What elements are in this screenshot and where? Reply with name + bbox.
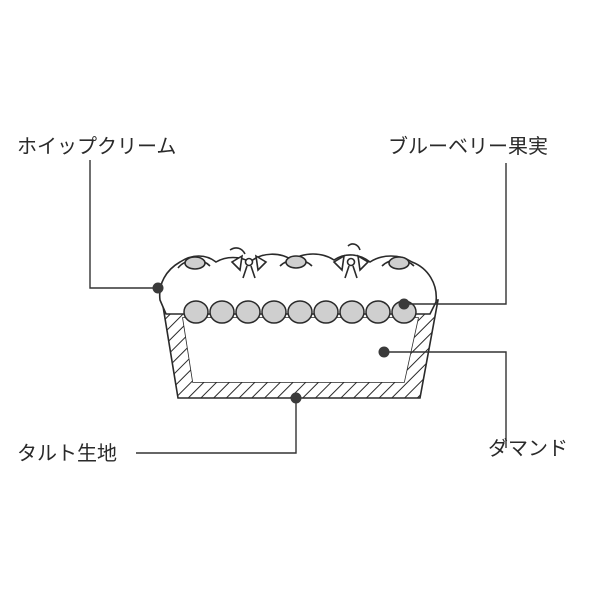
blueberry (313, 300, 339, 324)
blueberry (183, 300, 209, 324)
label-almond-cream: ダマンド (488, 436, 568, 460)
dot-almond-cream (378, 346, 390, 358)
ribbon-decoration-right (332, 243, 370, 279)
leader-tart-base (136, 398, 297, 454)
dot-tart-base (290, 392, 302, 404)
marker-dots (152, 282, 410, 404)
leader-lines (89, 160, 507, 454)
leader-almond-cream (384, 351, 507, 448)
ribbon-decoration-left (229, 247, 268, 279)
dot-whipped-cream (152, 282, 164, 294)
blueberry (365, 300, 391, 324)
blueberry (287, 300, 313, 324)
label-blueberry: ブルーベリー果実 (388, 134, 548, 158)
cream-rosette-dots (184, 255, 410, 270)
blueberry (209, 300, 235, 324)
blueberry (235, 300, 261, 324)
blueberry (261, 300, 287, 324)
leader-whipped-cream (89, 160, 158, 289)
leader-blueberry (404, 163, 507, 305)
label-tart-base: タルト生地 (17, 441, 117, 465)
blueberry (339, 300, 365, 324)
dot-blueberry (398, 298, 410, 310)
whipped-cream-top (158, 243, 437, 315)
blueberry-row (183, 300, 417, 324)
almond-cream-layer (183, 318, 418, 382)
label-whipped-cream: ホイップクリーム (17, 134, 176, 158)
